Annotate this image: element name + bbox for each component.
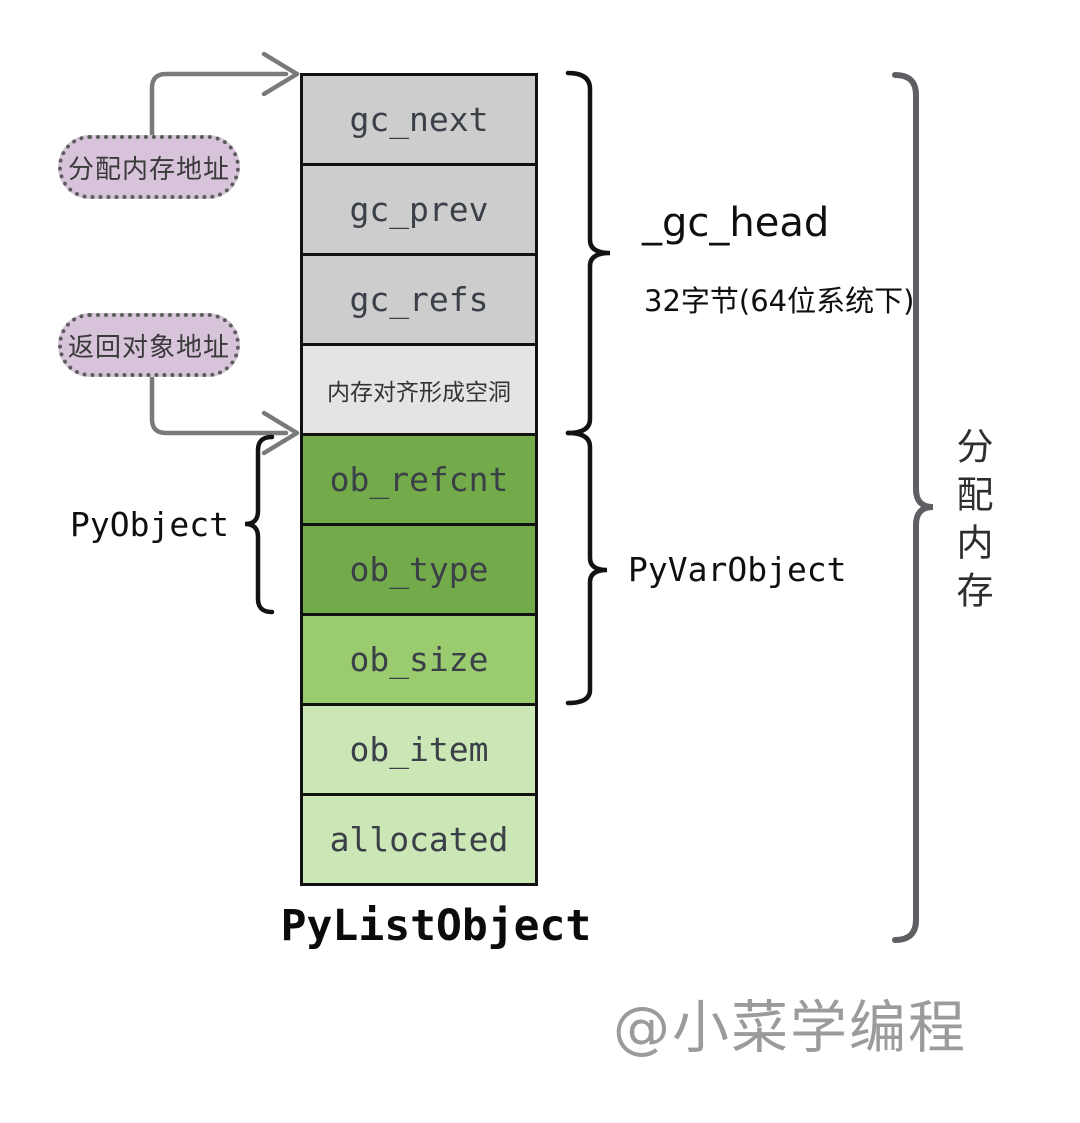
gc-head-label: _gc_head [642,200,830,246]
memory-cell-ob_item: ob_item [300,703,538,796]
memory-cell-ob_refcnt: ob_refcnt [300,433,538,526]
memory-cell-label: 内存对齐形成空洞 [327,379,511,406]
pyobject-brace [244,434,275,615]
allocated-memory-label: 分配内存 [950,427,993,619]
object-address-arrow [149,374,289,436]
callout-object-address: 返回对象地址 [58,313,240,377]
memory-cell-label: ob_size [349,640,489,679]
memory-cell-gc_prev: gc_prev [300,163,538,256]
memory-cell-label: gc_prev [349,190,489,229]
memory-cell-gc_refs: gc_refs [300,253,538,346]
memory-cell-label: allocated [329,820,509,859]
allocated-memory-brace [892,72,934,943]
memory-cell-label: gc_refs [349,280,489,319]
object-address-arrowhead-icon [261,410,300,456]
gc-head-size-label: 32字节(64位系统下) [644,284,915,318]
memory-cell-padding: 内存对齐形成空洞 [300,343,538,436]
memory-cell-label: ob_type [349,550,489,589]
memory-cell-allocated: allocated [300,793,538,886]
watermark: @小菜学编程 [613,995,967,1061]
memory-cell-ob_size: ob_size [300,613,538,706]
callout-object-address-label: 返回对象地址 [67,332,230,363]
pyvarobject-label: PyVarObject [628,550,847,589]
memory-cell-label: ob_item [349,730,489,769]
memory-cell-label: gc_next [349,100,489,139]
pyvarobject-brace [565,430,608,706]
struct-name-label: PyListObject [280,901,592,951]
alloc-address-arrowhead-icon [261,51,300,97]
gc-head-brace [565,70,611,436]
memory-cell-gc_next: gc_next [300,73,538,166]
memory-cell-ob_type: ob_type [300,523,538,616]
memory-cell-label: ob_refcnt [329,460,509,499]
callout-alloc-address: 分配内存地址 [58,135,240,199]
alloc-address-arrow [149,71,289,139]
callout-alloc-address-label: 分配内存地址 [67,154,230,185]
pyobject-label: PyObject [70,505,229,544]
